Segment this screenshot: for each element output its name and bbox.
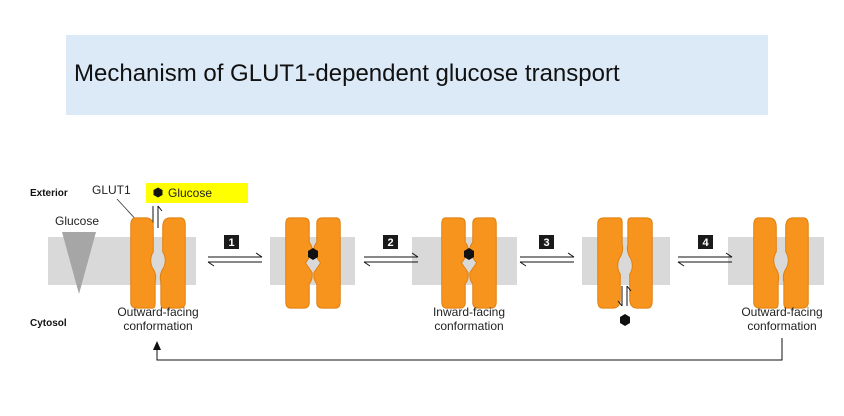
glucose-highlight [146,183,248,203]
conformation-label-line2: conformation [747,319,816,333]
step-badge-2 [383,235,398,249]
equilibrium-arrows-4 [677,252,733,267]
conformation-label-line1: Outward-facing [117,305,198,319]
glucose-gradient-label: Glucose [55,214,99,228]
conformation-label-line1: Outward-facing [741,305,822,319]
glucose-gradient-wedge [62,232,96,294]
glucose-molecule-icon [464,248,474,260]
step-number: 4 [702,237,709,249]
exterior-label: Exterior [30,188,68,199]
step-badge-1 [224,235,239,249]
page-title: Mechanism of GLUT1-dependent glucose tra… [74,60,620,87]
glucose-molecule-icon [153,187,163,198]
equilibrium-arrows-2 [363,252,419,267]
glut1-label: GLUT1 [92,183,131,197]
glucose-molecule-icon [620,314,630,326]
glucose-legend-label: Glucose [168,186,212,200]
step-number: 2 [387,237,393,249]
cycle-return-arrow [153,338,783,361]
membrane-segment [582,237,670,285]
title-banner: Mechanism of GLUT1-dependent glucose tra… [66,35,768,115]
cytosol-label: Cytosol [30,318,67,329]
glucose-molecule-icon [308,248,318,260]
equilibrium-arrows-3 [519,252,575,267]
step-badge-4 [698,235,713,249]
conformation-label-line1: Inward-facing [433,305,505,319]
conformation-label-line2: conformation [123,319,192,333]
step-number: 3 [543,237,549,249]
step-number: 1 [228,237,234,249]
step-badge-3 [539,235,554,249]
conformation-label-line2: conformation [434,319,503,333]
equilibrium-arrows-1 [207,252,263,267]
